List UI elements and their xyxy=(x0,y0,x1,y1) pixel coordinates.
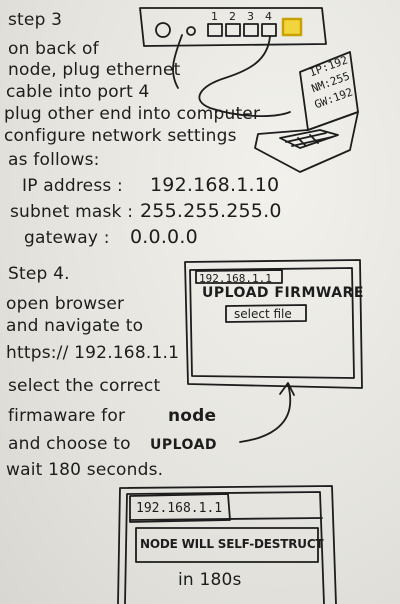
step4-heading: Step 4. xyxy=(8,264,70,284)
step3-heading: step 3 xyxy=(8,10,63,30)
browser2-message-frame xyxy=(135,527,319,563)
step3-line-3: cable into port 4 xyxy=(6,82,150,102)
gateway-label: gateway : xyxy=(24,228,110,248)
laptop-base xyxy=(254,111,359,173)
step4-line-3: https:// 192.168.1.1 xyxy=(6,343,180,363)
router-power-icon xyxy=(155,22,171,38)
arrow-head xyxy=(279,382,295,396)
ip-address-value: 192.168.1.10 xyxy=(150,174,280,196)
router-port-4-highlight xyxy=(281,17,303,37)
browser1-select-file-button[interactable]: select file xyxy=(234,307,292,321)
router-port-3 xyxy=(243,23,259,37)
ethernet-cable xyxy=(198,35,291,117)
ip-address-label: IP address : xyxy=(22,176,123,196)
step4-line-5: firmaware for xyxy=(8,406,126,426)
step3-line-6: as follows: xyxy=(8,150,100,170)
router-port-label-4: 4 xyxy=(265,10,272,23)
step4-upload-word: UPLOAD xyxy=(150,437,218,453)
browser2-address-bar xyxy=(129,493,231,523)
router-port-label-1: 1 xyxy=(211,10,218,23)
laptop-keyboard xyxy=(279,129,339,149)
router-port-1 xyxy=(207,23,223,37)
step3-line-1: on back of xyxy=(8,39,99,59)
subnet-mask-value: 255.255.255.0 xyxy=(140,200,282,222)
browser1-address: 192.168.1.1 xyxy=(199,272,272,285)
step4-line-4: select the correct xyxy=(8,376,161,396)
step3-line-2: node, plug ethernet xyxy=(8,60,181,80)
router-body xyxy=(139,7,327,47)
gateway-value: 0.0.0.0 xyxy=(130,226,198,248)
browser1-frame xyxy=(184,259,363,389)
browser1-button-frame xyxy=(225,304,307,323)
router-knob xyxy=(186,26,196,36)
router-port-4 xyxy=(261,23,277,37)
browser2-address: 192.168.1.1 xyxy=(136,501,223,516)
step3-line-5: configure network settings xyxy=(4,126,237,146)
step4-line-7: wait 180 seconds. xyxy=(6,460,164,480)
power-cable xyxy=(172,34,183,89)
subnet-mask-label: subnet mask : xyxy=(10,202,134,222)
router-port-label-2: 2 xyxy=(229,10,236,23)
step3-line-4: plug other end into computer xyxy=(4,104,261,124)
step4-node-word: node xyxy=(168,406,217,426)
router-port-2 xyxy=(225,23,241,37)
step4-line-2: and navigate to xyxy=(6,316,144,336)
browser1-title: UPLOAD FIRMWARE xyxy=(202,285,364,301)
browser1-address-bar xyxy=(195,269,283,284)
step4-line-1: open browser xyxy=(6,294,125,314)
step4-line-6: and choose to xyxy=(8,434,131,454)
browser2-message: NODE WILL SELF-DESTRUCT xyxy=(140,537,324,551)
browser2-frame xyxy=(117,485,337,604)
router-port-label-3: 3 xyxy=(247,10,254,23)
arrow-line xyxy=(239,383,292,443)
browser2-countdown: in 180s xyxy=(178,570,242,590)
